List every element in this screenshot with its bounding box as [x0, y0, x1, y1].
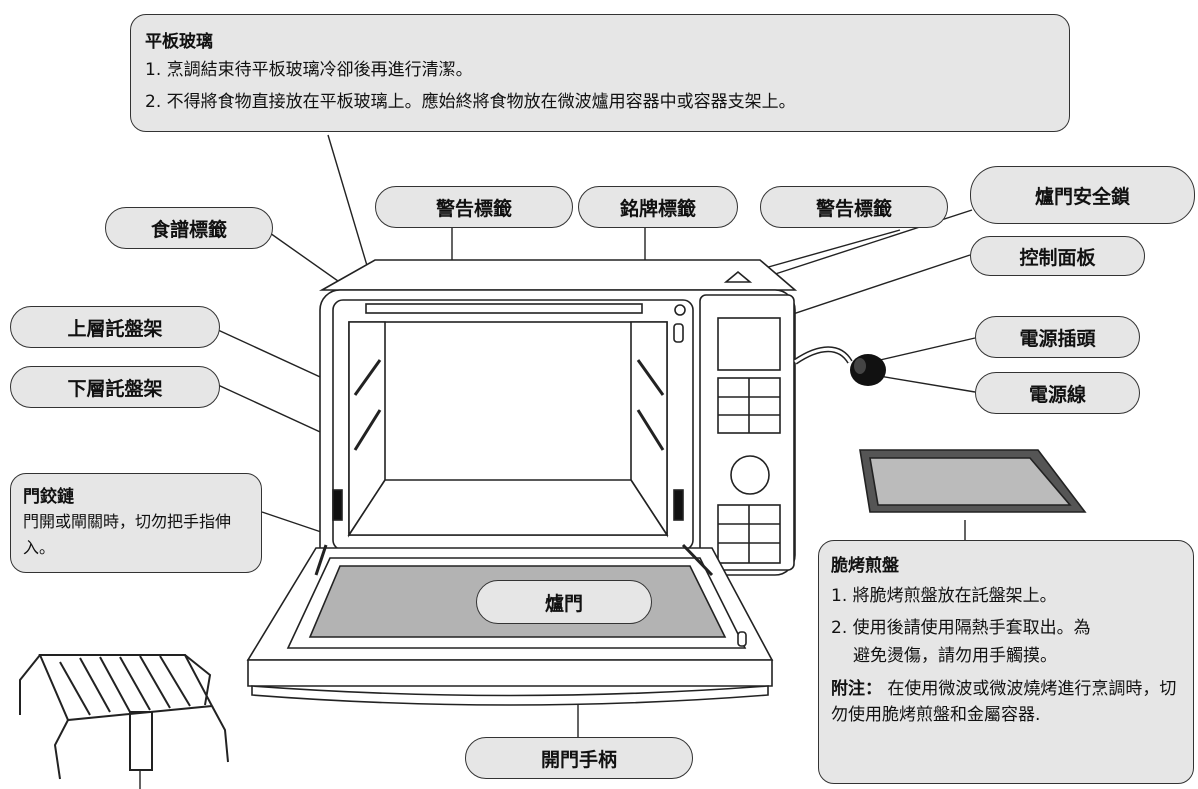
crisp-pan-note-label: 附注：: [831, 679, 882, 699]
power-cord-drawing: [793, 346, 886, 386]
door-label: 爐門: [476, 580, 652, 624]
crisp-pan-line-3: 避免燙傷，請勿用手觸摸。: [853, 646, 1057, 666]
wire-rack-drawing: [19, 654, 229, 780]
door-safety-lock-label: 爐門安全鎖: [970, 166, 1195, 224]
door-hinge-text: 門開或閘關時，切勿把手指伸入。: [23, 512, 232, 557]
crisp-pan-drawing: [859, 449, 1087, 513]
oven-body: [318, 259, 798, 576]
door-handle-label: 開門手柄: [465, 737, 693, 779]
crisp-pan-title: 脆烤煎盤: [831, 556, 899, 576]
lower-rack-label: 下層託盤架: [10, 366, 220, 408]
flat-glass-title: 平板玻璃: [145, 32, 213, 52]
flat-glass-note: 平板玻璃 1. 烹調結束待平板玻璃冷卻後再進行清潔。 2. 不得將食物直接放在平…: [130, 14, 1070, 132]
oven-door-drawing: [246, 543, 774, 706]
warning-label-1: 警告標籤: [375, 186, 573, 228]
door-hinge-title: 門鉸鏈: [23, 487, 74, 507]
upper-rack-label: 上層託盤架: [10, 306, 220, 348]
power-cord-label: 電源線: [975, 372, 1140, 414]
flat-glass-line-1: 1. 烹調結束待平板玻璃冷卻後再進行清潔。: [145, 60, 473, 80]
crisp-pan-note-text: 附注： 在使用微波或微波燒烤進行烹調時，切勿使用脆烤煎盤和金屬容器.: [831, 676, 1181, 728]
nameplate-label: 銘牌標籤: [578, 186, 738, 228]
power-plug-label: 電源插頭: [975, 316, 1140, 358]
flat-glass-line-2: 2. 不得將食物直接放在平板玻璃上。應始終將食物放在微波爐用容器中或容器支架上。: [145, 92, 796, 112]
crisp-pan-note: 脆烤煎盤 1. 將脆烤煎盤放在託盤架上。 2. 使用後請使用隔熱手套取出。為 避…: [818, 540, 1194, 784]
control-panel-label: 控制面板: [970, 236, 1145, 276]
warning-label-2: 警告標籤: [760, 186, 948, 228]
door-hinge-note: 門鉸鏈 門開或閘關時，切勿把手指伸入。: [10, 473, 262, 573]
crisp-pan-line-2: 2. 使用後請使用隔熱手套取出。為: [831, 618, 1091, 638]
recipe-label: 食譜標籤: [105, 207, 273, 249]
crisp-pan-line-1: 1. 將脆烤煎盤放在託盤架上。: [831, 586, 1057, 606]
crisp-pan-note-body: 在使用微波或微波燒烤進行烹調時，切勿使用脆烤煎盤和金屬容器.: [831, 679, 1177, 725]
